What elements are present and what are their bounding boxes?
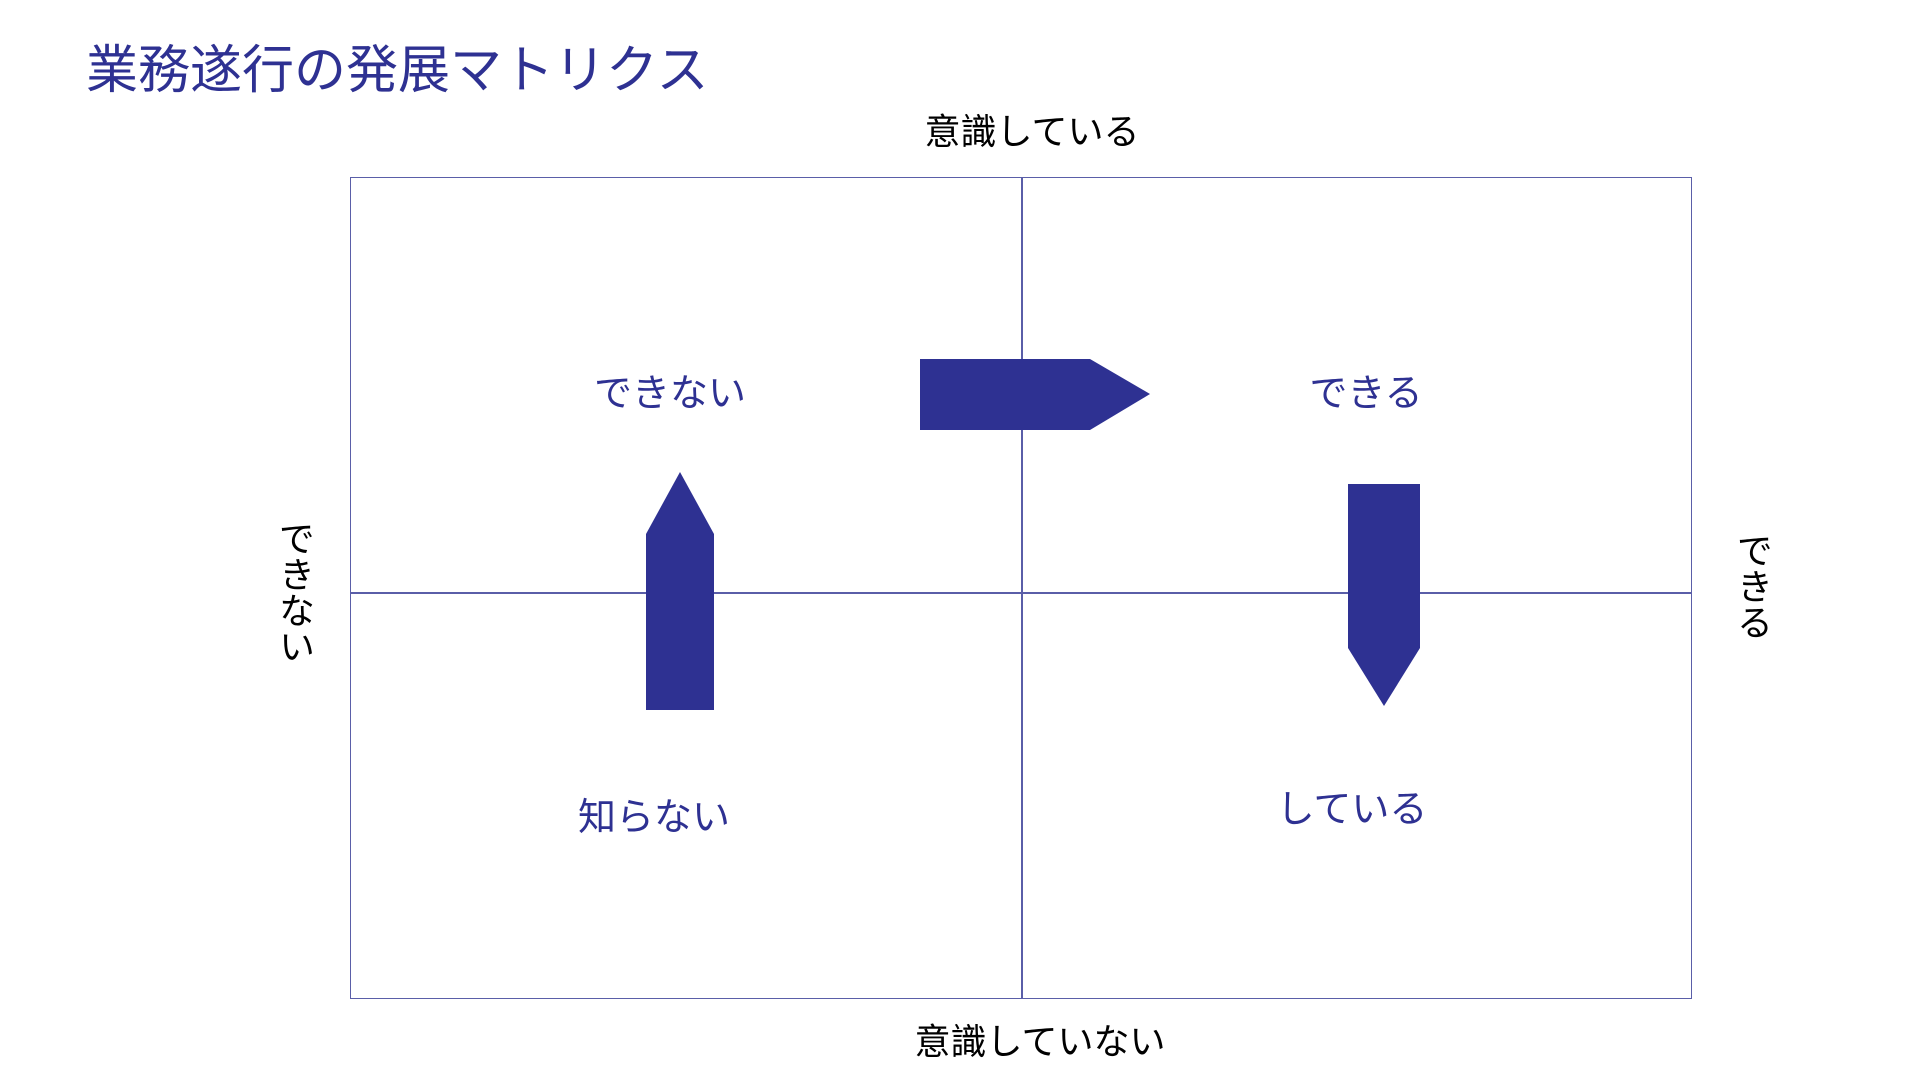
vertical-divider bbox=[1021, 178, 1023, 998]
quadrant-label-bottom-left: 知らない bbox=[577, 795, 731, 839]
axis-label-bottom: 意識していない bbox=[914, 1022, 1166, 1063]
axis-label-left: できない bbox=[273, 520, 314, 664]
matrix-grid bbox=[350, 177, 1692, 999]
axis-label-top: 意識している bbox=[924, 112, 1140, 153]
quadrant-label-top-left: できない bbox=[593, 371, 747, 415]
axis-label-right: できる bbox=[1731, 532, 1772, 640]
horizontal-divider bbox=[351, 592, 1691, 594]
slide-title: 業務遂行の発展マトリクス bbox=[86, 41, 709, 101]
quadrant-label-bottom-right: している bbox=[1276, 787, 1428, 831]
quadrant-label-top-right: できる bbox=[1309, 371, 1423, 415]
